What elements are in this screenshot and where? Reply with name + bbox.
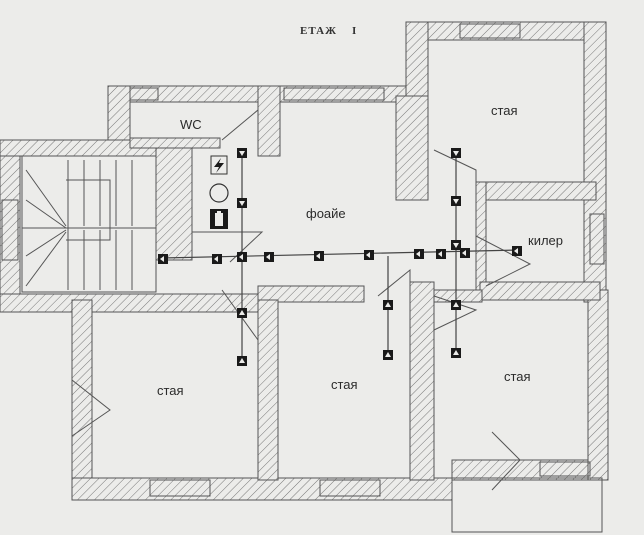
window-bottom-middle (319, 479, 381, 497)
lightning-bolt-icon (210, 155, 228, 175)
room-label-bottom-right: стая (504, 369, 531, 384)
room-label-foyer: фоайе (306, 206, 346, 221)
window-pantry (589, 213, 605, 265)
evacuation-arrow-icon (512, 246, 522, 256)
wall-wc-bottom (129, 137, 221, 149)
evacuation-arrow-icon (451, 348, 461, 358)
wall-pantry-top (475, 181, 597, 201)
evacuation-arrow-icon (451, 240, 461, 250)
evacuation-arrow-icon (237, 356, 247, 366)
wall-bottom-left-side (71, 299, 93, 501)
evacuation-arrow-icon (237, 308, 247, 318)
evacuation-arrow-icon (451, 148, 461, 158)
evacuation-arrow-icon (314, 251, 324, 261)
wall-right-block-lower (395, 95, 429, 201)
room-label-bottom-left: стая (157, 383, 184, 398)
wall-right-block-left (405, 21, 429, 101)
room-label-pantry: килер (528, 233, 563, 248)
wall-top-right (405, 21, 607, 41)
wall-room-mid-right (409, 281, 435, 481)
doors (71, 108, 603, 533)
evacuation-arrow-icon (451, 300, 461, 310)
wall-room-mid-left (257, 299, 279, 481)
evacuation-arrow-icon (414, 249, 424, 259)
window-foyer (283, 87, 385, 101)
wall-pantry-bottom (479, 281, 601, 301)
balcony (451, 477, 603, 533)
safety-equipment (209, 155, 229, 229)
evacuation-arrow-icon (460, 248, 470, 258)
wall-right-outer-lower (587, 289, 609, 481)
evacuation-arrow-icon (158, 254, 168, 264)
wall-bottom (71, 477, 453, 501)
windows (1, 23, 605, 497)
window-wc (129, 87, 159, 101)
wall-right-outer-upper (583, 21, 607, 303)
floor-label: ЕТАЖ (300, 25, 337, 37)
wall-stair-left (0, 139, 21, 301)
wall-left-wc (107, 85, 131, 147)
window-bottom-right (539, 461, 591, 477)
staircase (21, 155, 157, 293)
walls (0, 21, 609, 501)
room-label-top-right: стая (491, 103, 518, 118)
evacuation-arrow-icon (451, 196, 461, 206)
evacuation-arrow-icon (364, 250, 374, 260)
floor-number: I (352, 25, 357, 37)
evacuation-arrow-icon (436, 249, 446, 259)
evacuation-arrow-icon (237, 252, 247, 262)
evacuation-arrow-icon (212, 254, 222, 264)
evacuation-arrow-icon (383, 350, 393, 360)
room-label-wc: WC (180, 117, 202, 132)
evacuation-signs (158, 148, 522, 366)
room-label-bottom-middle: стая (331, 377, 358, 392)
wall-mid-left (0, 293, 261, 313)
fire-extinguisher-icon (210, 209, 228, 229)
window-stair (1, 199, 19, 261)
evacuation-arrow-icon (237, 148, 247, 158)
wall-wc-right (257, 85, 281, 157)
evacuation-arrow-icon (383, 300, 393, 310)
circle-alarm-icon (209, 183, 229, 203)
window-top-right (459, 23, 521, 39)
wall-stair-right (155, 139, 193, 261)
room-labels: WC фоайе стая килер стая стая стая (157, 103, 563, 398)
wall-bottom-right (451, 459, 608, 481)
evacuation-arrow-icon (264, 252, 274, 262)
evacuation-arrow-icon (237, 198, 247, 208)
window-bottom-left (149, 479, 211, 497)
